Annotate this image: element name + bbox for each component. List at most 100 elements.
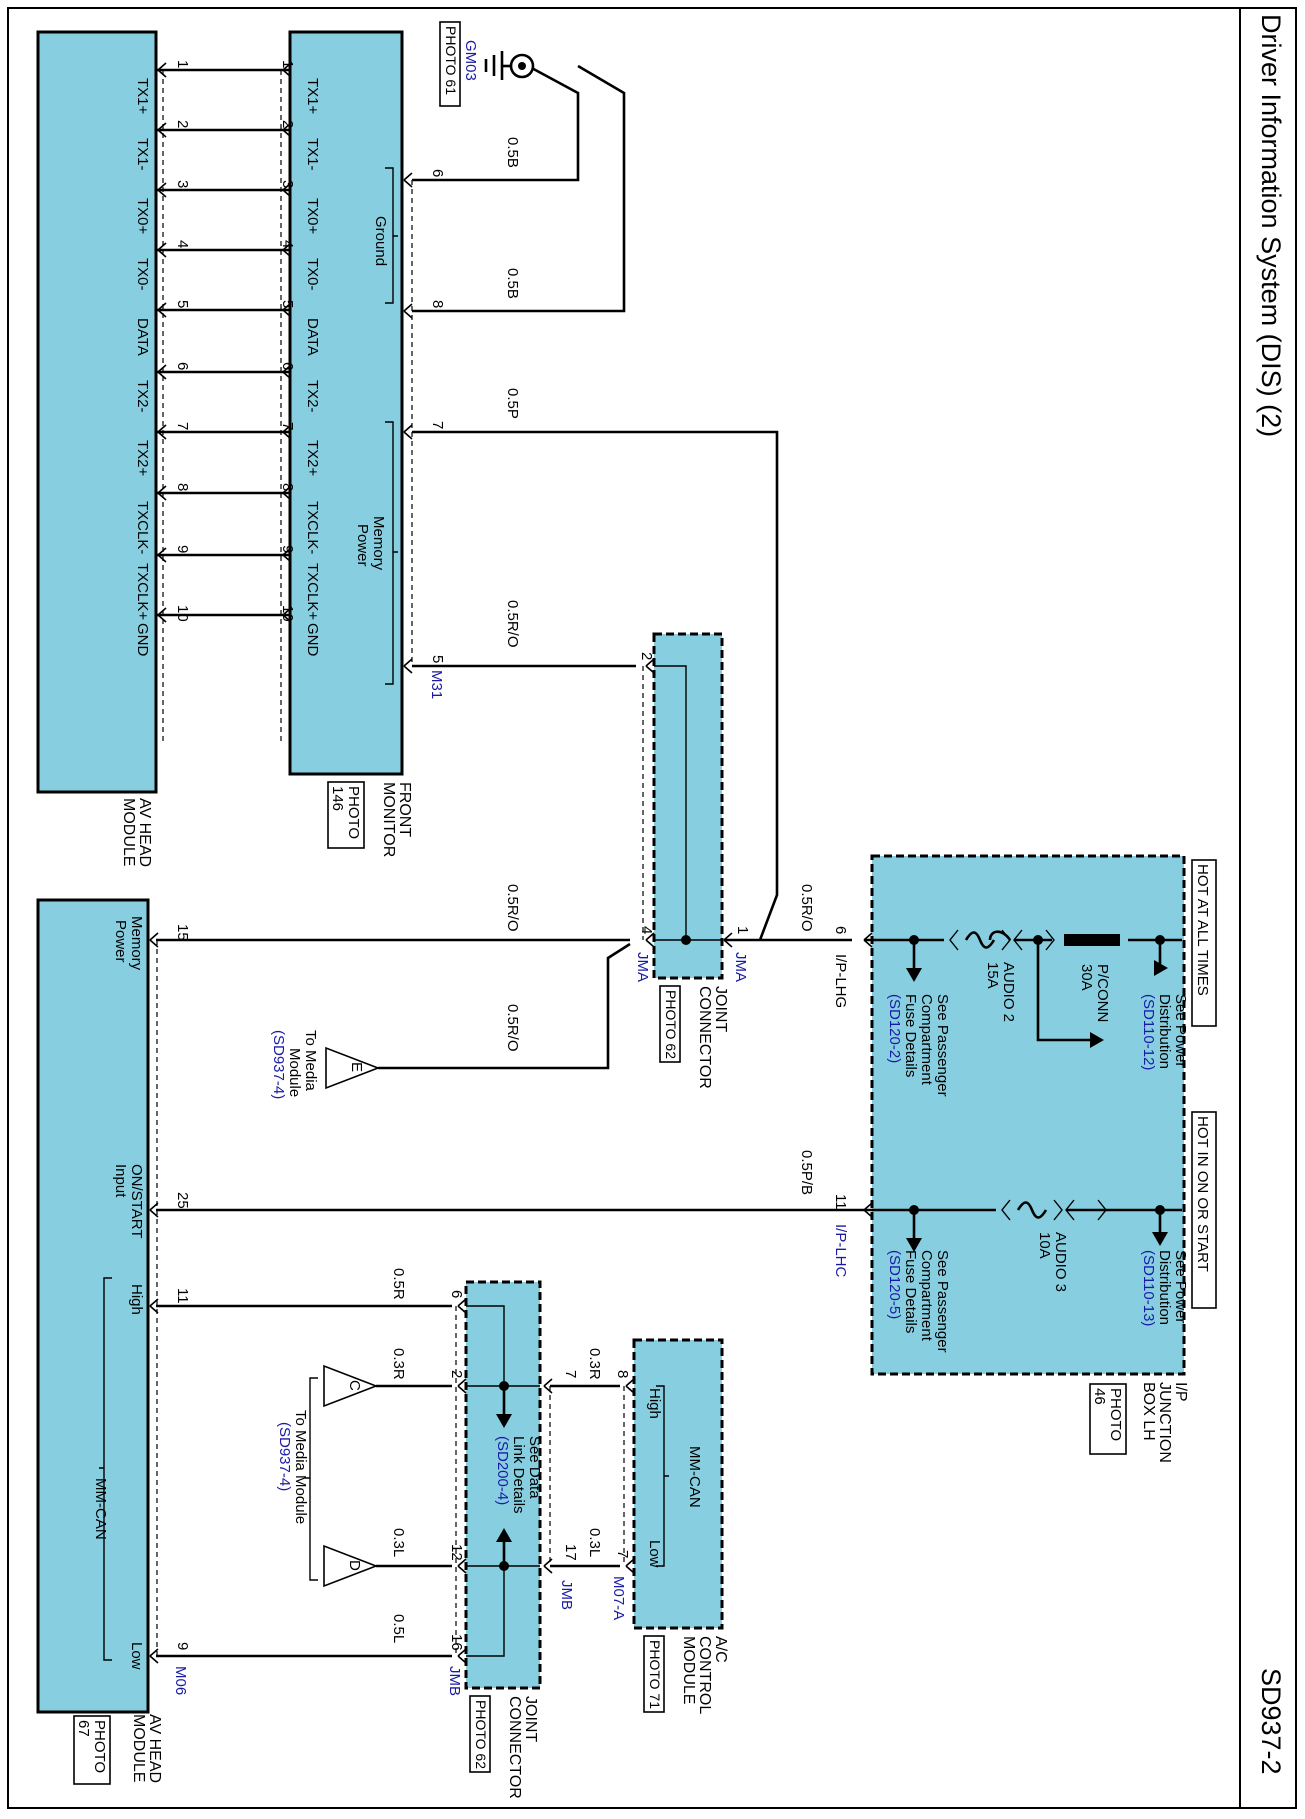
ac-pin-8: 8: [614, 1370, 631, 1378]
jmb-pin-6: 6: [448, 1290, 465, 1298]
av-bottom-high: High: [128, 1284, 145, 1315]
monitor-pin-label-3: TX0+: [304, 198, 321, 235]
ref-pass-1: (SD120-2): [886, 994, 903, 1063]
monitor-left-pin-5: 5: [279, 300, 296, 308]
jb-conn-g: I/P-LHG: [832, 954, 849, 1008]
see-pass-1b: Compartment: [918, 994, 935, 1086]
jb-pin-11: 11: [832, 1194, 849, 1210]
jb-name-2: JUNCTION: [1156, 1382, 1173, 1463]
wire-0.5ro-main-label: 0.5R/O: [798, 884, 815, 932]
ac-low: Low: [646, 1540, 663, 1568]
wire-0.5ro-media-label: 0.5R/O: [504, 1004, 521, 1052]
media-e-triangle: [325, 1046, 381, 1090]
see-pass-1a: See Passenger: [934, 994, 951, 1097]
av-top-pin-3: 3: [174, 180, 191, 188]
monitor-pin-label-8: TXCLK-: [304, 501, 321, 554]
media-ref-e: (SD937-4): [270, 1030, 287, 1099]
monitor-pin-label-7: TX2+: [304, 440, 321, 477]
see-pass-2c: Fuse Details: [902, 1250, 919, 1333]
av-top-pin-5: 5: [174, 300, 191, 308]
ac-pin-7: 7: [614, 1550, 631, 1558]
media-d-triangle: [323, 1544, 379, 1588]
media-ref-cd: (SD937-4): [276, 1422, 293, 1491]
audio2-2: 15A: [984, 962, 1001, 989]
av-bottom-photo-box: [73, 1715, 111, 1785]
ac-name-2: CONTROL: [696, 1636, 713, 1714]
jma-pin-4: 4: [638, 926, 655, 934]
av-top-pin-4: 4: [174, 240, 191, 248]
av-bottom-pin-9: 9: [174, 1642, 191, 1650]
av-bottom-photo-1: PHOTO: [91, 1720, 108, 1773]
av-bottom-name-2: MODULE: [130, 1714, 147, 1782]
ac-connector: M07-A: [610, 1576, 627, 1620]
jmb-name-1: JOINT: [522, 1696, 539, 1742]
wire-0.5r-label: 0.5R: [390, 1268, 407, 1300]
audio3-fuse: [1001, 1199, 1107, 1221]
wire-0.5ro-media: [378, 942, 631, 1070]
monitor-left-pin-8: 8: [279, 483, 296, 491]
wire-0.3l-d-label: 0.3L: [390, 1528, 407, 1557]
media-to-cd: To Media Module: [292, 1410, 309, 1524]
jmb-see-2: Link Details: [510, 1436, 527, 1514]
wire-0.5l-label: 0.5L: [390, 1614, 407, 1643]
monitor-pin-label-10: GND: [304, 623, 321, 657]
front-monitor-name-2: MONITOR: [380, 782, 397, 857]
ground-wire-8: [412, 64, 626, 313]
media-e-label: E: [348, 1062, 365, 1072]
joint-connector-jmb: [464, 1280, 542, 1690]
av-top-pin-2: 2: [174, 120, 191, 128]
jb-circuit-1: [864, 931, 1182, 949]
jmb-name-2: CONNECTOR: [506, 1696, 523, 1799]
jmb-conn-right: JMB: [558, 1580, 575, 1610]
jmb-photo-box: [469, 1695, 491, 1773]
wire-0.3l-ac-label: 0.3L: [586, 1528, 603, 1557]
ground-group-label: Ground: [372, 216, 389, 266]
front-monitor: [288, 30, 404, 776]
ground-id: GM03: [462, 40, 479, 81]
jb-pin-6: 6: [832, 926, 849, 934]
wire-0.5p-label: 0.5P: [504, 388, 521, 419]
front-monitor-photo-2: 146: [329, 786, 346, 811]
memory-group-label-2: Power: [354, 524, 371, 567]
wire-0.5p: [412, 430, 779, 941]
av-top-pin-label-7: TX2+: [134, 440, 151, 477]
front-monitor-photo-box: [327, 781, 365, 849]
jmb-pin-7: 7: [562, 1370, 579, 1378]
jmb-pin-12: 12: [448, 1544, 465, 1561]
av-top-pin-label-2: TX1-: [134, 138, 151, 171]
jb-name-3: BOX LH: [1140, 1382, 1157, 1441]
monitor-pin-label-4: TX0-: [304, 258, 321, 291]
front-monitor-photo-1: PHOTO: [345, 786, 362, 839]
jma-conn-right: JMA: [732, 952, 749, 982]
ac-name-3: MODULE: [680, 1636, 697, 1704]
monitor-pin-label-5: DATA: [304, 318, 321, 356]
jma-photo-box: [659, 985, 681, 1063]
av-bottom-photo-2: 67: [75, 1720, 92, 1737]
av-bottom-mmcan-brace: [99, 1277, 112, 1661]
monitor-left-pin-2: 2: [279, 120, 296, 128]
av-head-module-bottom: [36, 898, 150, 1714]
pconn-2: 30A: [1078, 964, 1095, 991]
av-bottom-pin-15: 15: [174, 924, 191, 941]
av-bottom-low: Low: [128, 1642, 145, 1670]
svg-text:6: 6: [429, 169, 446, 177]
jmb-ref: (SD200-4): [494, 1436, 511, 1505]
av-top-pin-label-1: TX1+: [134, 78, 151, 115]
av-head-module-top-name-2: MODULE: [120, 798, 137, 866]
av-bottom-mmcan: MM-CAN: [92, 1478, 109, 1540]
av-head-module-top: [36, 30, 158, 794]
ac-name-1: A/C: [712, 1636, 729, 1663]
av-bottom-name-1: AV HEAD: [146, 1714, 163, 1783]
monitor-pin-label-1: TX1+: [304, 78, 321, 115]
media-c-label: C: [346, 1380, 363, 1391]
ground-photo-box: [439, 21, 461, 107]
ground-wire-6: [412, 64, 580, 182]
jmb-photo: PHOTO 62: [473, 1700, 489, 1769]
av-top-pin-label-10: GND: [134, 623, 151, 657]
